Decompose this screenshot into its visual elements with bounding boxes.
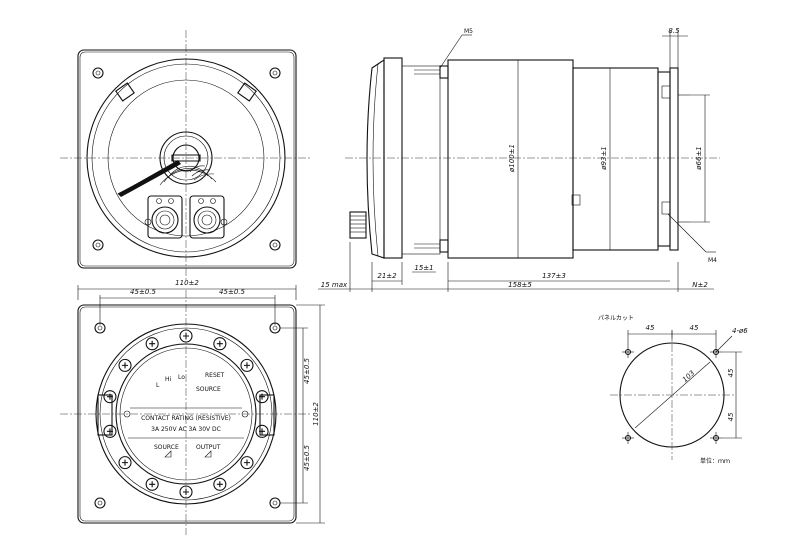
terminal-screw — [240, 358, 254, 372]
dim-n: N±2 — [692, 281, 708, 289]
terminal-screw — [240, 456, 254, 470]
screw-slot — [259, 428, 266, 435]
screw-slot — [106, 428, 113, 435]
screw-slot — [106, 393, 113, 400]
dim-half-right: 45±0.5 — [219, 288, 245, 296]
screw-slot — [243, 459, 250, 466]
dim-21: 21±2 — [377, 272, 397, 280]
terminal-screw — [103, 424, 117, 438]
pointer-needle — [118, 160, 181, 197]
adjust-knob — [189, 195, 225, 239]
terminal-screw — [213, 477, 227, 491]
ring-text: Lo — [178, 374, 185, 381]
terminal-label: OUTPUT — [196, 444, 221, 451]
ring-text: Hi — [165, 376, 172, 383]
dim-height-total: 110±2 — [312, 402, 320, 426]
front-view-top — [60, 30, 312, 280]
panel-dim-v-bottom: 45 — [727, 412, 735, 421]
screw-slot — [149, 340, 156, 347]
screw-slot — [149, 481, 156, 488]
contact-rating-spec: 3A 250V AC 3A 30V DC — [151, 426, 221, 433]
terminal-screw — [255, 390, 269, 404]
screw-slot — [216, 481, 223, 488]
terminal-screw — [255, 424, 269, 438]
dim-15: 15±1 — [414, 264, 433, 272]
unit-label: 単位：ｍｍ — [700, 457, 730, 465]
ring-text: L — [156, 382, 160, 389]
terminal-label: SOURCE — [154, 444, 179, 451]
panel-cut-title: パネルカット — [598, 315, 634, 322]
dim-dia-100: ø100±1 — [508, 144, 516, 173]
label-m5: M5 — [464, 28, 473, 35]
panel-dim-h-left: 45 — [646, 324, 655, 332]
dim-dia-66: ø66±1 — [695, 146, 703, 171]
side-knob — [349, 211, 367, 239]
dim-top-small: 8.5 — [668, 27, 680, 35]
dim-height-bottom: 45±0.5 — [303, 445, 311, 471]
terminal-screw — [213, 337, 227, 351]
dim-width-total: 110±2 — [175, 279, 199, 287]
screw-slot — [122, 362, 129, 369]
dim-height-top: 45±0.5 — [303, 358, 311, 384]
corner-hole — [92, 67, 281, 251]
ring-text: RESET — [205, 372, 225, 379]
terminal-screw — [118, 456, 132, 470]
terminal-screw — [145, 477, 159, 491]
ring-text: SOURCE — [196, 386, 221, 393]
screw-slot — [216, 340, 223, 347]
panel-holes-label: 4-ø6 — [732, 327, 748, 335]
side-view: ø100±1 ø93±1 ø66±1 8.5 M5 M4 21±2 15±1 1… — [318, 27, 720, 292]
dim-half-left: 45±0.5 — [130, 288, 156, 296]
screw-slot — [259, 393, 266, 400]
panel-hole — [622, 346, 722, 444]
screw-slot — [243, 362, 250, 369]
mounting-screw — [414, 65, 449, 79]
mounting-screw — [414, 239, 449, 253]
dim-137: 137±3 — [542, 272, 566, 280]
terminal-screw — [145, 337, 159, 351]
panel-cut: パネルカット 45 45 4-ø6 103 45 45 単位：ｍｍ — [598, 315, 748, 465]
dim-dia-93: ø93±1 — [600, 146, 608, 171]
screw-slot — [122, 459, 129, 466]
adjust-knob — [147, 195, 183, 239]
dim-158: 158±5 — [508, 281, 532, 289]
label-m4: M4 — [708, 257, 717, 264]
panel-dim-h-right: 45 — [690, 324, 699, 332]
dim-15max: 15 max — [321, 281, 348, 289]
rear-view-bottom: CONTACT RATING (RESISTIVE) 3A 250V AC 3A… — [60, 279, 325, 535]
terminal-ring — [103, 329, 269, 499]
terminal-screw — [118, 358, 132, 372]
panel-diameter: 103 — [681, 369, 696, 384]
terminal-screw — [103, 390, 117, 404]
panel-dim-v-top: 45 — [727, 368, 735, 377]
